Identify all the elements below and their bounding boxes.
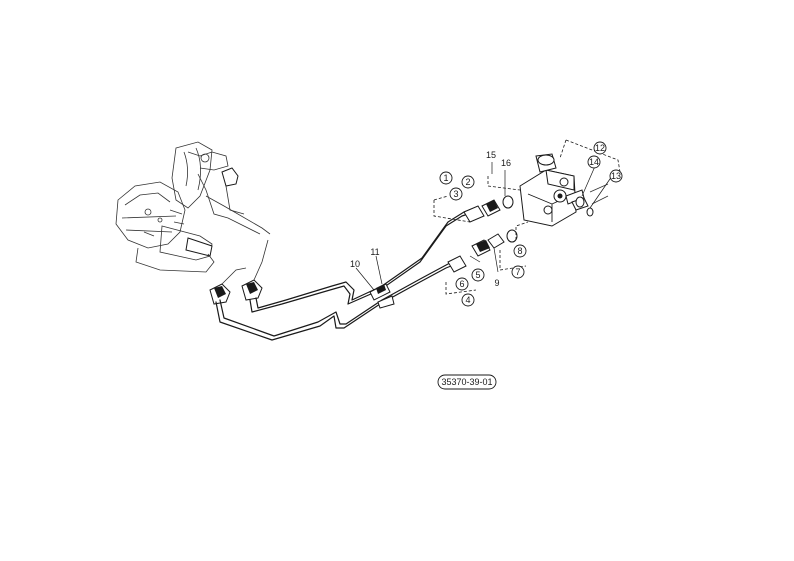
- drawing-code-tag: 35370-39-01: [437, 374, 497, 390]
- callout-3-text: 3: [453, 189, 458, 199]
- callout-11: 11: [370, 247, 379, 257]
- callout-16: 16: [501, 158, 511, 168]
- callout-6-text: 6: [459, 279, 464, 289]
- callout-10-text: 10: [350, 259, 360, 269]
- callout-9-text: 9: [494, 278, 499, 288]
- callout-2: 2: [461, 175, 475, 189]
- callout-7-text: 7: [515, 267, 520, 277]
- callout-4-text: 4: [465, 295, 470, 305]
- callout-10: 10: [350, 259, 360, 269]
- callout-7: 7: [511, 265, 525, 279]
- valve-block-icon: [519, 153, 585, 227]
- upper-fitting-set: [463, 195, 514, 223]
- callout-15-text: 15: [486, 150, 496, 160]
- callout-2-text: 2: [465, 177, 470, 187]
- callout-12: 12: [593, 141, 607, 155]
- callout-1: 1: [439, 171, 453, 185]
- callout-12-text: 12: [595, 143, 605, 153]
- clamp-icon: [369, 283, 395, 309]
- drawing-code-text: 35370-39-01: [441, 377, 492, 387]
- callout-6: 6: [455, 277, 469, 291]
- callout-16-text: 16: [501, 158, 511, 168]
- callout-15: 15: [486, 150, 496, 160]
- callout-5: 5: [471, 268, 485, 282]
- leader-lines: [355, 139, 621, 295]
- callout-13: 13: [609, 169, 623, 183]
- callout-4: 4: [461, 293, 475, 307]
- callout-1-text: 1: [443, 173, 448, 183]
- hydraulic-pipe-lower: [215, 259, 457, 341]
- callout-8: 8: [513, 244, 527, 258]
- callout-14: 14: [587, 155, 601, 169]
- callout-3: 3: [449, 187, 463, 201]
- callout-11-text: 11: [370, 247, 379, 257]
- callout-9: 9: [494, 278, 499, 288]
- lower-fitting-set: [447, 229, 518, 273]
- callout-5-text: 5: [475, 270, 480, 280]
- pump-assembly-icon: [115, 141, 271, 273]
- callout-13-text: 13: [611, 171, 621, 181]
- pump-return-fitting: [241, 239, 269, 301]
- valve-fittings-right: [571, 183, 609, 217]
- pump-outlet-fitting: [209, 267, 247, 305]
- hydraulic-pipe-upper: [249, 207, 475, 313]
- callout-14-text: 14: [589, 157, 599, 167]
- callout-8-text: 8: [517, 246, 522, 256]
